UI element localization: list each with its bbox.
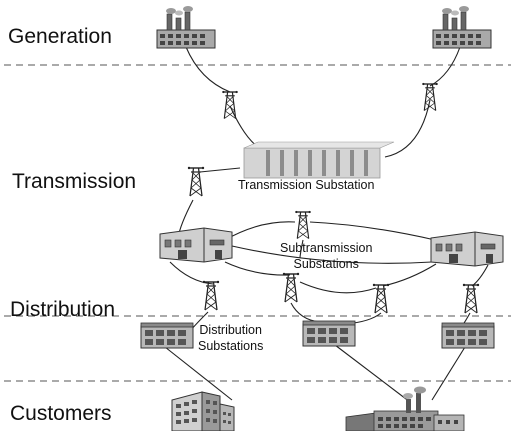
distribution-substation-mid <box>302 320 356 347</box>
tier-label-customers: Customers <box>10 402 112 425</box>
tier-label-transmission: Transmission <box>12 170 137 193</box>
line-dist-left-to-customer-office <box>164 346 233 401</box>
transmission-substation-icon <box>243 141 395 179</box>
line-subst-right-to-tower-c <box>382 263 437 287</box>
subtransmission-tower-d <box>462 283 480 314</box>
tier-label-distribution: Distribution <box>10 298 116 321</box>
power-plant-right <box>432 5 492 49</box>
distribution-label-line2: Substations <box>198 339 264 353</box>
line-plant-left-to-tower <box>185 46 231 93</box>
line-mid-tower-down <box>299 239 304 259</box>
subtransmission-substation-left <box>159 227 233 263</box>
distribution-substation-left <box>140 322 194 349</box>
line-subst-left-to-mid-tower <box>224 221 296 241</box>
power-lines <box>164 46 489 403</box>
line-tower-b-to-dist-mid <box>290 302 321 323</box>
subtransmission-tower-a <box>202 280 220 311</box>
line-substation-to-left-tower <box>199 167 241 173</box>
line-plant-right-to-tower <box>429 46 461 87</box>
power-plant-left <box>156 5 216 49</box>
transmission-substation-label: Transmission Substation <box>238 178 375 192</box>
tier-label-generation: Generation <box>8 25 112 48</box>
distribution-substation-right <box>441 322 495 349</box>
line-dist-mid-to-customer-factory <box>334 344 411 403</box>
line-tower-right-to-substation <box>384 99 431 158</box>
transmission-tower-1 <box>221 90 239 120</box>
subtransmission-label-line2: Substations <box>293 257 359 271</box>
line-subst-left-to-subst-right <box>231 245 433 264</box>
subtransmission-label-line1: Subtransmission <box>280 241 373 255</box>
line-subst-right-to-tower-d <box>471 264 489 287</box>
subtransmission-tower-b <box>282 272 300 303</box>
subtransmission-tower-mid <box>294 210 312 240</box>
subtransmission-substations-label: Subtransmission Substations <box>280 240 372 272</box>
customer-factory <box>345 386 465 432</box>
line-mid-tower-to-subst-right <box>309 221 436 241</box>
distribution-substations-label: Distribution Substations <box>198 322 263 354</box>
line-tower-b-to-tower-c <box>299 281 377 294</box>
transmission-tower-2 <box>421 82 439 112</box>
line-dist-right-to-customer-factory <box>431 346 466 401</box>
line-subst-left-to-dist-tower-a <box>169 261 214 285</box>
customer-office-building <box>171 391 235 432</box>
distribution-label-line1: Distribution <box>199 323 262 337</box>
transmission-tower-3 <box>187 166 205 197</box>
tier-dividers <box>4 64 511 382</box>
subtransmission-substation-right <box>430 231 504 267</box>
